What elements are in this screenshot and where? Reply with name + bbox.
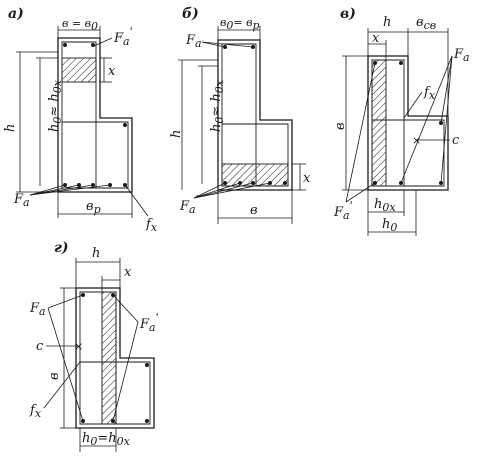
panel-a-label-h: h xyxy=(3,124,18,132)
panel-c: в) h всв x Fa fx c xyxy=(333,6,470,236)
panel-a-label-Fa-prime: Fa' xyxy=(113,25,133,48)
panel-c-center-mark: × xyxy=(412,134,421,147)
panel-c-label-h0: h0 xyxy=(382,217,397,234)
panel-d-tag: г) xyxy=(54,240,69,256)
panel-b-label-h: h xyxy=(169,130,184,138)
panel-c-label-bsv: всв xyxy=(416,15,436,32)
panel-a: а) в = в0 Fa' x xyxy=(3,6,158,234)
panel-d-compressed-zone xyxy=(101,291,117,425)
panel-d-center-mark: × xyxy=(74,340,83,353)
panel-a-compressed-zone xyxy=(61,57,97,83)
panel-a-label-b0: в = в0 xyxy=(62,17,98,33)
panel-a-tag: а) xyxy=(8,6,24,22)
panel-c-label-h: h xyxy=(383,15,391,30)
panel-d-label-Fa-prime: Fa' xyxy=(139,311,159,334)
panel-c-tag: в) xyxy=(340,6,356,22)
panel-b-compressed-zone xyxy=(221,163,289,187)
panel-c-rebar xyxy=(373,61,443,185)
panel-c-label-fx: fx xyxy=(423,85,436,102)
panel-a-label-x: x xyxy=(108,64,116,79)
panel-c-label-b: в xyxy=(333,122,348,130)
panel-b-tag: б) xyxy=(182,6,199,22)
panel-c-compressed-zone xyxy=(371,59,387,187)
panel-d-label-x: x xyxy=(124,265,132,280)
panel-c-label-Fa-prime: Fa' xyxy=(333,199,353,222)
panel-a-label-fx: fx xyxy=(145,217,158,234)
panel-b-label-b0: в0= вp xyxy=(220,16,260,32)
panel-a-label-bp: вp xyxy=(86,199,101,216)
panel-b-label-h0: h0≈ h0x xyxy=(209,79,226,132)
panel-d-label-fx: fx xyxy=(29,403,42,420)
panel-d: г) h x Fa Fa' c × xyxy=(29,240,159,452)
panel-d-label-Fa: Fa xyxy=(29,301,46,318)
panel-d-label-h0: h0=h0x xyxy=(82,431,131,448)
panel-a-label-Fa: Fa xyxy=(13,192,30,209)
panel-b-label-x: x xyxy=(303,171,311,186)
panel-b-label-Fa-top: Fa xyxy=(185,33,202,50)
panel-d-label-c: c xyxy=(36,339,44,354)
panel-b-label-Fa-prime: Fa' xyxy=(179,193,199,216)
panel-a-label-h0: h0≈ h0x xyxy=(47,79,64,132)
panel-c-label-c: c xyxy=(452,133,460,148)
panel-c-label-Fa: Fa xyxy=(453,47,470,64)
panel-b: б) в0= вp Fa h h0≈ h0x xyxy=(169,6,311,224)
panel-d-label-b: в xyxy=(47,372,62,380)
panel-c-label-h0x: h0x xyxy=(374,197,396,214)
panel-d-label-h: h xyxy=(92,246,100,261)
panel-c-label-x: x xyxy=(372,31,380,46)
panel-a-stirrups xyxy=(61,41,129,189)
panel-b-label-b: в xyxy=(250,203,258,218)
